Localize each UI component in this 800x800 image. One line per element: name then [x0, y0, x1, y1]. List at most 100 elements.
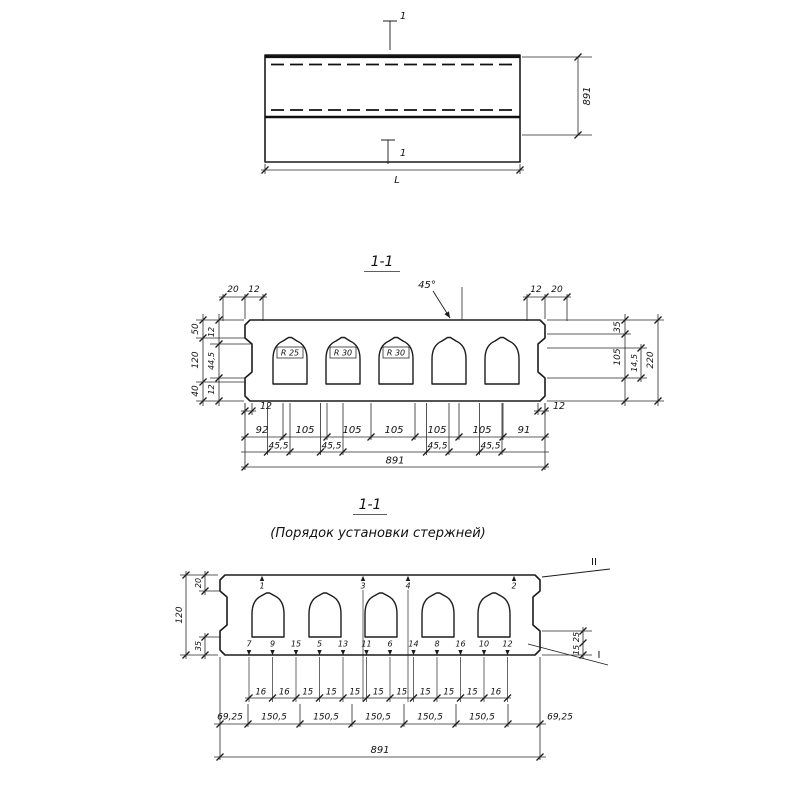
section-mark-label-bottom: 1	[400, 148, 406, 159]
dim-label: 12	[207, 327, 216, 337]
ref-label: II	[591, 557, 597, 568]
bar-number: 13	[338, 640, 348, 649]
dim-label: 12	[207, 384, 216, 394]
dim-label: 150,5	[469, 713, 495, 723]
bar-number: 11	[361, 640, 371, 649]
dim-label: 105	[342, 425, 361, 436]
dim-label: 15	[373, 688, 384, 698]
dim-label: 12	[260, 401, 272, 412]
bar-number: 6	[387, 640, 392, 649]
bar-number: 8	[434, 640, 439, 649]
dim-label: 35	[194, 641, 203, 651]
dim-label: 25	[572, 632, 581, 642]
ref-lines: II I	[527, 557, 611, 666]
dim-label: 105	[427, 425, 446, 436]
dim-label: 150,5	[313, 713, 339, 723]
rebar-view: 1-1 (Порядок установки стержней) 1 3 4 2…	[175, 497, 611, 761]
top-dims-left: 20 12	[219, 285, 267, 321]
dim-label: 12	[530, 285, 542, 295]
plan-outline	[264, 54, 521, 163]
dim-label: 69,25	[547, 713, 573, 723]
dim-label: 14,5	[630, 354, 639, 372]
bar-number: 3	[360, 582, 365, 591]
dim-label: 40	[191, 385, 201, 397]
dim-label: 15	[467, 688, 478, 698]
bar-number: 14	[408, 640, 418, 649]
top-dims-right: 12 20	[523, 285, 571, 321]
radius-label: R 30	[334, 349, 352, 358]
section-mark-label-top: 1	[400, 11, 406, 22]
dim-label: 891	[582, 86, 593, 105]
dim-label: 12	[248, 285, 260, 295]
dim-label: 105	[613, 348, 623, 365]
top-bar-callouts: 1 3 4 2	[259, 575, 517, 702]
right-dim-chains: 35 105 14,5 220	[547, 314, 664, 406]
dim-label: 44,5	[207, 352, 216, 370]
dim-label: 45,5	[268, 442, 288, 452]
dim-label: L	[394, 175, 400, 186]
radius-label: R 25	[281, 349, 299, 358]
rebar-outline	[219, 574, 541, 656]
dim-label: 891	[385, 456, 404, 467]
plan-dim-height: 891	[522, 53, 593, 139]
dim-label: 45,5	[427, 442, 447, 452]
dim-label: 16	[279, 688, 290, 698]
spacing-dim-chain: 16 16 15 15 15 15 15 15 15 15 16	[245, 657, 512, 702]
bottom-bar-callouts: 7 9 15 5 13 11 6 14 8 16 10 12	[246, 640, 513, 656]
dim-label: 12	[553, 401, 565, 412]
dim-label: 20	[227, 285, 239, 295]
bar-number: 16	[455, 640, 465, 649]
group-dim-chain: 69,25 150,5 150,5 150,5 150,5 150,5 69,2…	[214, 657, 573, 760]
section-outline	[244, 319, 546, 402]
section-view: 1-1 R 25 R 30 R 30 45°	[191, 254, 664, 471]
dim-label: 105	[384, 425, 403, 436]
bar-number: 9	[270, 640, 275, 649]
rebar-voids	[251, 592, 511, 638]
dim-label: 150,5	[261, 713, 287, 723]
dim-label: 15	[572, 645, 581, 655]
chamfer-angle-callout: 45°	[418, 280, 463, 320]
bar-number: 2	[511, 582, 516, 591]
dim-label: 91	[518, 425, 531, 436]
dim-label: 15	[443, 688, 454, 698]
dim-label: 92	[256, 425, 269, 436]
dim-label: 220	[646, 351, 656, 368]
radius-callouts: R 25 R 30 R 30	[276, 346, 410, 359]
dim-label: 15	[302, 688, 313, 698]
dim-label: 20	[551, 285, 563, 295]
rebar-subtitle: (Порядок установки стержней)	[270, 526, 485, 541]
section-voids	[272, 336, 520, 385]
rebar-right-dims: 25 15	[542, 627, 592, 659]
rebar-title: 1-1	[359, 497, 382, 513]
bar-number: 4	[405, 582, 410, 591]
dim-label: 35	[613, 321, 623, 333]
bar-number: 7	[246, 640, 252, 649]
dim-label: 120	[175, 606, 185, 623]
bar-number: 15	[291, 640, 301, 649]
dim-label: 15	[326, 688, 337, 698]
dim-label: 150,5	[365, 713, 391, 723]
ref-label: I	[598, 650, 601, 661]
bar-number: 10	[479, 640, 489, 649]
bar-number: 1	[259, 582, 264, 591]
dim-label: 45,5	[480, 442, 500, 452]
dim-label: 15	[420, 688, 431, 698]
rebar-left-dims: 120 20 35	[175, 571, 221, 659]
dim-label: 45,5	[321, 442, 341, 452]
dim-label: 16	[255, 688, 266, 698]
dim-label: 105	[295, 425, 314, 436]
dim-label: 15	[349, 688, 360, 698]
angle-label: 45°	[418, 280, 436, 291]
dim-label: 69,25	[217, 713, 243, 723]
dim-label: 15	[396, 688, 407, 698]
section-cut-marks: 1 1	[381, 11, 406, 164]
left-dim-chains: 50 120 40 12 44,5 12	[191, 314, 251, 406]
section-title: 1-1	[371, 254, 394, 270]
dim-label: 16	[490, 688, 501, 698]
dim-label: 50	[191, 323, 201, 335]
dim-label: 150,5	[417, 713, 443, 723]
bar-number: 5	[317, 640, 322, 649]
dim-label: 20	[194, 578, 203, 588]
total-dim-chain: 891	[214, 745, 546, 761]
